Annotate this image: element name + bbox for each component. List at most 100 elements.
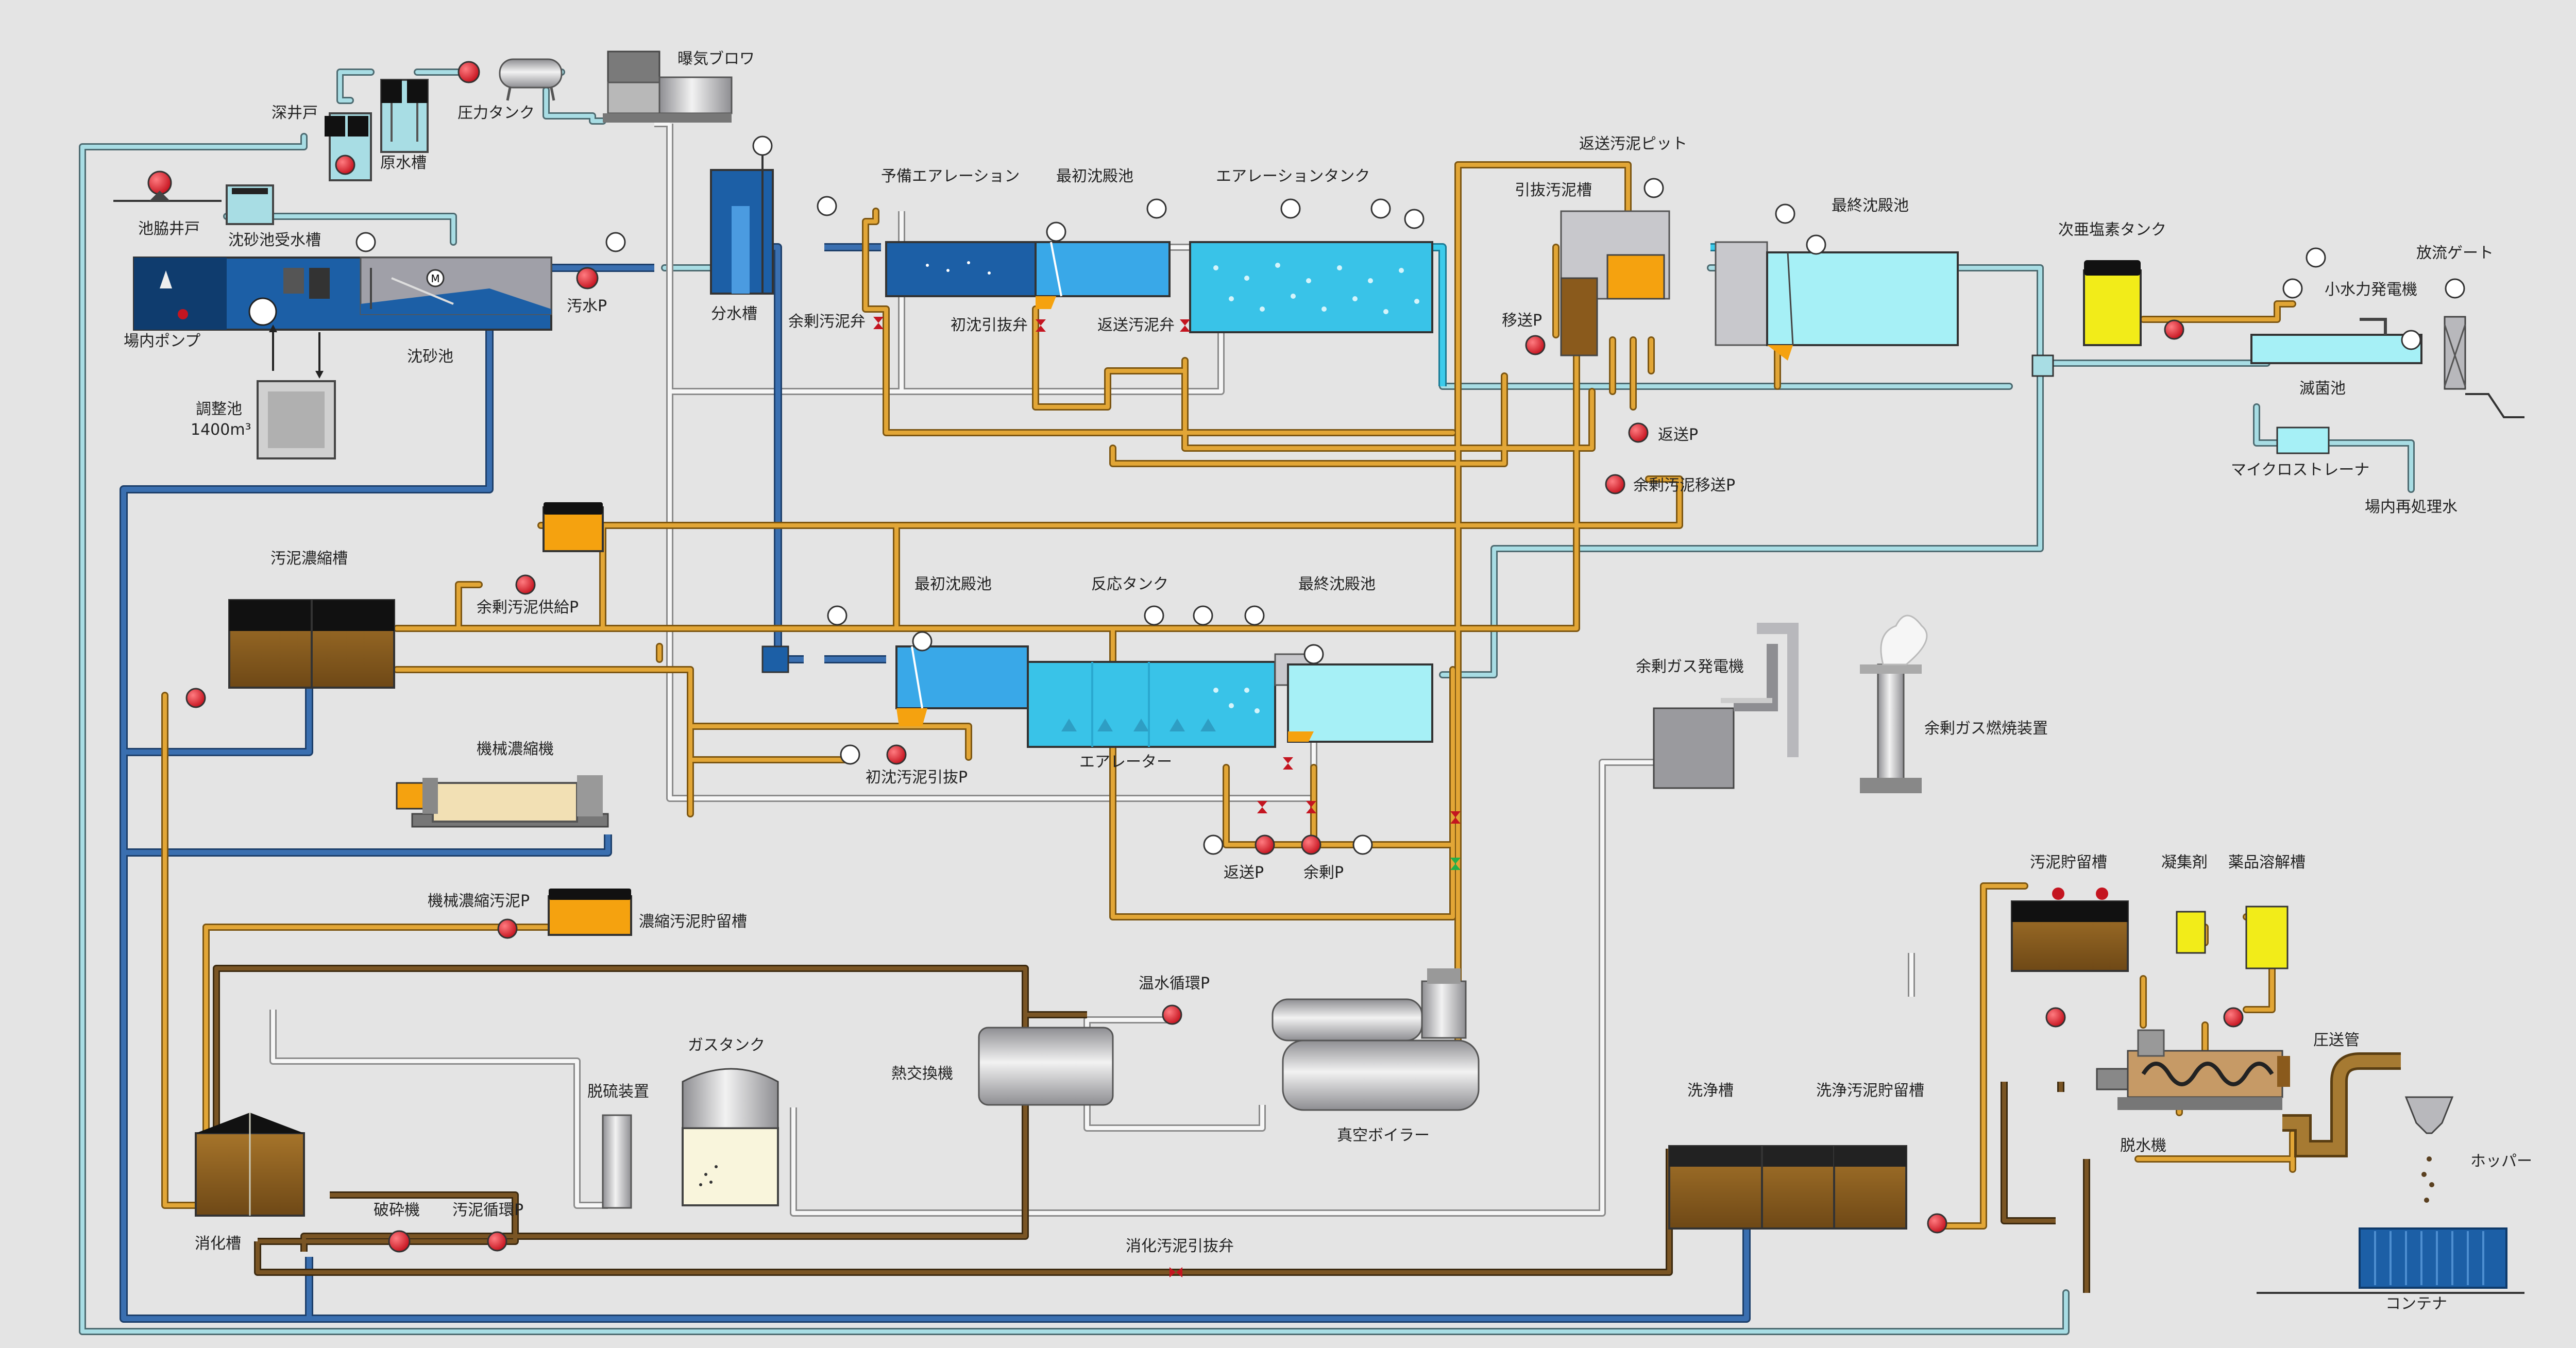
primary-settling-tank-upper — [1035, 241, 1171, 309]
label-disinfection-pond: 滅菌池 — [2299, 380, 2346, 398]
final-settling-tank-lower — [1274, 653, 1433, 743]
thickened-sludge-storage-tank — [548, 895, 632, 936]
discharge-gate-motor-icon — [2445, 278, 2465, 299]
label-raw-water-tank: 原水槽 — [380, 154, 427, 172]
label-primary-withdrawal-valve: 初沈引抜弁 — [951, 316, 1028, 334]
final-settling-lower-motor-icon — [1303, 644, 1324, 664]
aeration-blower — [603, 50, 733, 123]
distribution-tank-motor-icon — [752, 135, 773, 156]
water-pipes — [79, 69, 2415, 1335]
surplus-sludge-feed-pump — [515, 574, 536, 595]
label-crusher: 破砕機 — [374, 1201, 420, 1219]
reaction-tank — [1027, 661, 1276, 748]
return-sludge-pit-motor-icon — [1643, 178, 1664, 198]
label-aeration-tank: エアレーションタンク — [1216, 167, 1370, 185]
label-hypochlorite-tank: 次亜塩素タンク — [2058, 221, 2166, 239]
dewatering-machine — [2096, 1029, 2290, 1110]
digester — [195, 1113, 305, 1217]
mechanical-thickener — [396, 775, 609, 828]
label-surplus-sludge-transfer-pump: 余剰汚泥移送P — [1633, 476, 1736, 494]
final-settling-tank-upper — [1715, 241, 1959, 361]
label-gas-tank: ガスタンク — [688, 1036, 765, 1054]
label-digester: 消化槽 — [195, 1235, 241, 1253]
pressure-feed-pipe — [2282, 1052, 2401, 1157]
return-pump-upper — [1628, 422, 1649, 443]
sewage-pump-motor-icon — [605, 232, 626, 252]
label-washing-sludge-storage: 洗浄汚泥貯留槽 — [1816, 1082, 1924, 1100]
micro-strainer — [2276, 426, 2330, 454]
grit-chamber: M — [133, 257, 552, 331]
label-surplus-sludge-valve: 余剰汚泥弁 — [788, 313, 866, 331]
label-onsite-pump: 場内ポンプ — [124, 332, 201, 350]
label-hopper: ホッパー — [2470, 1152, 2532, 1170]
pond-side-well — [113, 170, 222, 202]
label-sludge-storage-tank: 汚泥貯留槽 — [2030, 854, 2107, 872]
primary-sludge-pump — [886, 744, 907, 765]
label-primary-settling-lower: 最初沈殿池 — [914, 575, 992, 593]
pressure-pump — [457, 61, 480, 83]
green-valve-icon — [1450, 858, 1461, 870]
label-return-pump-upper: 返送P — [1658, 426, 1699, 444]
label-return-sludge-pit: 返送汚泥ピット — [1579, 135, 1687, 153]
surplus-sludge-transfer-pump — [1605, 474, 1625, 494]
deep-well-tank — [325, 112, 372, 181]
label-coagulant: 凝集剤 — [2161, 854, 2208, 872]
label-chemical-dissolving-tank: 薬品溶解槽 — [2228, 854, 2306, 872]
label-final-settling-upper: 最終沈殿池 — [1832, 197, 1909, 215]
label-adjustment-pond: 調整池 — [196, 400, 242, 418]
sewage-pump — [576, 267, 599, 289]
thickened-sludge-storage-lid — [549, 889, 631, 900]
label-sludge-circulation-pump: 汚泥循環P — [452, 1201, 524, 1219]
label-mechanical-thickener: 機械濃縮機 — [477, 740, 554, 758]
sand-settling-receiver-tank — [226, 184, 274, 225]
surplus-sludge-feed-tank-lid — [544, 502, 603, 515]
label-surplus-gas-burner: 余剰ガス燃焼装置 — [1924, 720, 2048, 738]
mechanical-thickened-sludge-pump — [497, 918, 518, 939]
label-primary-sludge-withdrawal-pump: 初沈汚泥引抜P — [866, 769, 968, 787]
container — [2257, 1227, 2524, 1294]
raw-water-tank — [380, 79, 429, 153]
label-digested-sludge-withdrawal-valve: 消化汚泥引抜弁 — [1126, 1237, 1234, 1255]
label-vacuum-boiler: 真空ボイラー — [1337, 1127, 1430, 1145]
primary-settling-motor-icon — [1046, 221, 1066, 242]
label-distribution-tank: 分水槽 — [711, 305, 757, 323]
label-mechanical-thickened-sludge-pump: 機械濃縮汚泥P — [428, 892, 530, 910]
discharge-gate — [2444, 316, 2524, 418]
label-onsite-reclaimed-water: 場内再処理水 — [2365, 498, 2458, 516]
return-sludge-pit — [1560, 210, 1670, 356]
pre-aeration-tank — [885, 241, 1037, 297]
label-final-settling-lower: 最終沈殿池 — [1298, 575, 1376, 593]
label-desulfurizer: 脱硫装置 — [587, 1083, 649, 1101]
desulfurizer — [602, 1114, 632, 1209]
pressure-gauge-icons — [817, 196, 2421, 855]
chemical-dissolving-tank — [2245, 906, 2289, 969]
sludge-pipes — [161, 161, 2296, 1230]
label-heat-exchanger: 熱交換機 — [891, 1065, 953, 1083]
sludge-circulation-pump — [487, 1231, 507, 1252]
label-return-pump-lower: 返送P — [1224, 864, 1264, 882]
label-container: コンテナ — [2385, 1295, 2447, 1313]
disinfection-pond — [2250, 318, 2422, 364]
svg-text:M: M — [431, 272, 439, 285]
label-hot-water-circulation-pump: 温水循環P — [1139, 975, 1210, 993]
final-settling-motor-icon — [1806, 234, 1826, 255]
label-grit-chamber: 沈砂池 — [407, 348, 453, 366]
sludge-thickener — [228, 599, 395, 689]
gas-tank — [682, 1068, 779, 1206]
label-transfer-pump: 移送P — [1502, 312, 1543, 330]
sewage-pipes — [120, 243, 1751, 1323]
label-washing-tank: 洗浄槽 — [1687, 1082, 1734, 1100]
surplus-gas-burner — [1860, 615, 1928, 793]
chemical-dosing-pump — [2223, 1007, 2244, 1028]
label-sewage-pump: 汚水P — [567, 297, 607, 315]
washing-sludge-storage-tank — [1833, 1145, 1907, 1230]
primary-settling-tank-lower — [895, 645, 1029, 726]
label-adjustment-pond-volume: 1400m³ — [191, 421, 251, 439]
sludge-storage-pump — [2045, 1007, 2066, 1028]
label-aerator: エアレーター — [1079, 753, 1172, 771]
label-primary-settling-upper: 最初沈殿池 — [1056, 167, 1133, 185]
jonai-pump-valve-icon — [178, 309, 188, 319]
label-surplus-sludge-feed-pump: 余剰汚泥供給P — [477, 599, 579, 617]
label-micro-strainer: マイクロストレーナ — [2231, 461, 2370, 479]
